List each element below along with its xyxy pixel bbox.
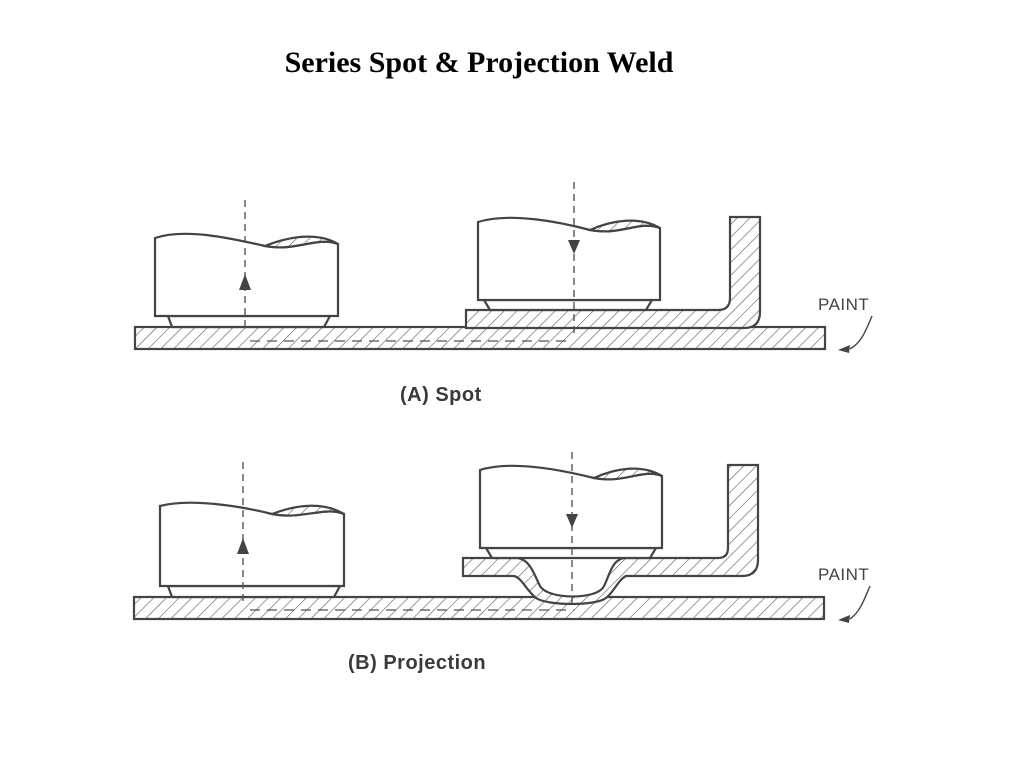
base-sheet [132, 595, 826, 621]
left-electrode [153, 200, 340, 330]
electrode-body [476, 216, 662, 302]
electrode-cut-section [586, 219, 661, 233]
angle-bracket-sheet [464, 215, 762, 330]
projection-panel: PAINT (B) Projection [132, 452, 871, 674]
left-electrode [158, 462, 346, 606]
spot-panel: PAINT (A) Spot [133, 182, 873, 406]
electrode-body [478, 464, 664, 550]
slide-title: Series Spot & Projection Weld [284, 46, 674, 79]
paint-leader [849, 315, 873, 350]
electrode-cut-section [261, 235, 339, 249]
electrode-tip [166, 584, 342, 599]
electrode-body [158, 501, 346, 588]
down-arrow-icon [568, 240, 580, 254]
paint-arrow-icon [838, 345, 850, 353]
electrode-body [153, 232, 340, 318]
panel-caption: (A) Spot [400, 384, 482, 406]
paint-arrow-icon [838, 615, 850, 623]
electrode-tip [166, 314, 332, 329]
electrode-tip [484, 546, 658, 560]
electrode-cut-section [590, 467, 663, 481]
right-electrode [476, 182, 662, 338]
right-electrode [478, 452, 664, 608]
electrode-cut-section [268, 504, 345, 517]
down-arrow-icon [566, 514, 578, 528]
paint-leader [849, 585, 871, 620]
angle-bracket-sheet [461, 463, 760, 606]
panel-caption: (B) Projection [348, 652, 486, 674]
electrode-tip [482, 298, 654, 312]
up-arrow-icon [239, 274, 251, 290]
paint-label: PAINT [818, 565, 869, 584]
up-arrow-icon [237, 538, 249, 554]
paint-label: PAINT [818, 295, 869, 314]
base-sheet [133, 325, 827, 351]
